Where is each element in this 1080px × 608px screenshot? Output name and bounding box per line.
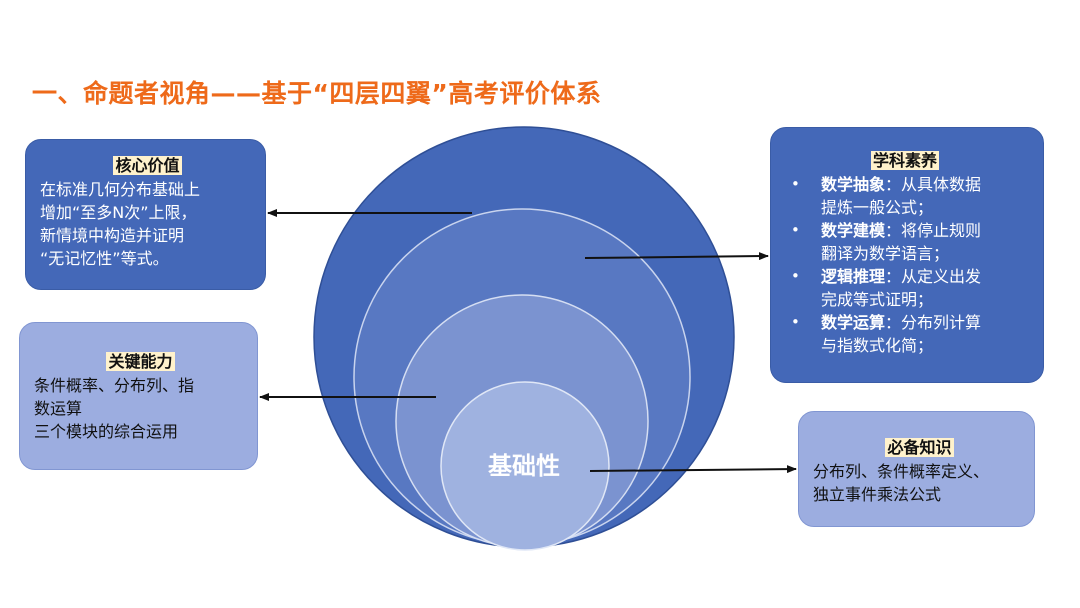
knowledge-line: 分布列、条件概率定义、 xyxy=(813,462,990,481)
key-ability-box: 关键能力 条件概率、分布列、指 数运算 三个模块的综合运用 xyxy=(19,322,258,470)
knowledge-title: 必备知识 xyxy=(885,438,954,457)
core-value-title: 核心价值 xyxy=(113,156,182,175)
literacy-title: 学科素养 xyxy=(870,151,939,170)
inner-circle xyxy=(440,381,610,551)
page-title: 一、命题者视角——基于“四层四翼”高考评价体系 xyxy=(32,79,602,108)
key-ability-title: 关键能力 xyxy=(106,352,175,371)
key-ability-line: 三个模块的综合运用 xyxy=(34,422,179,441)
core-value-line: 新情境中构造并证明 xyxy=(40,226,185,245)
core-value-line: 增加“至多N次”上限， xyxy=(40,203,197,222)
knowledge-line: 独立事件乘法公式 xyxy=(813,485,942,504)
core-value-box: 核心价值 在标准几何分布基础上 增加“至多N次”上限， 新情境中构造并证明 “无… xyxy=(25,139,266,290)
key-ability-line: 数运算 xyxy=(34,399,83,418)
core-value-line: 在标准几何分布基础上 xyxy=(40,180,201,199)
arrow-to-literacy xyxy=(584,252,769,261)
core-value-line: “无记忆性”等式。 xyxy=(40,249,169,268)
key-ability-line: 条件概率、分布列、指 xyxy=(34,376,195,395)
foundation-label: 基础性 xyxy=(488,452,560,480)
knowledge-box: 必备知识 分布列、条件概率定义、 独立事件乘法公式 xyxy=(798,411,1035,527)
arrow-to-knowledge xyxy=(589,465,797,474)
